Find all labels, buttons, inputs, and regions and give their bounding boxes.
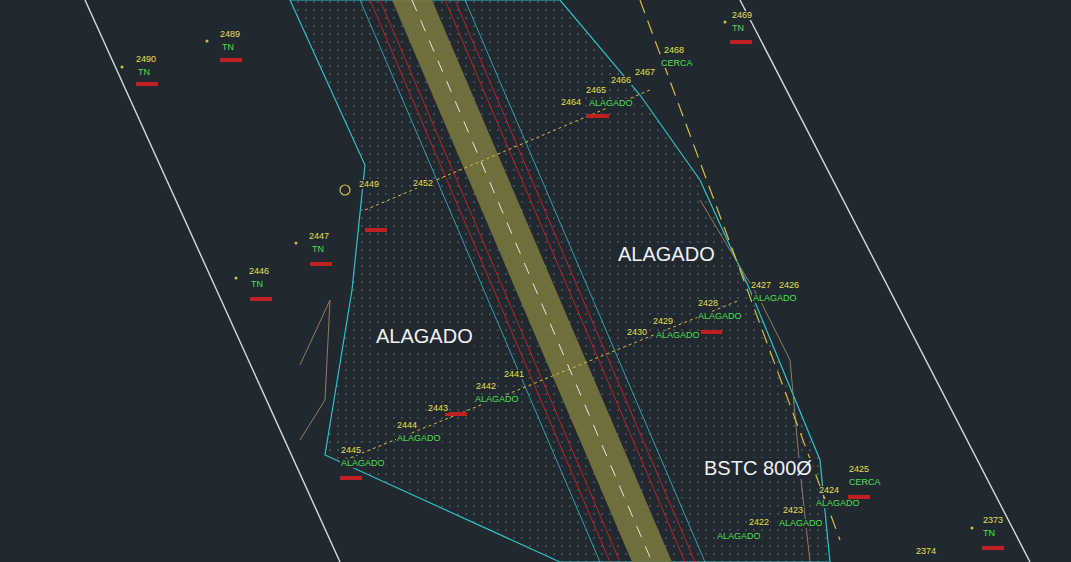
point-number: 2429: [652, 317, 674, 326]
point-description: ALAGADO: [716, 532, 762, 541]
point-number: 2443: [427, 404, 449, 413]
point-number: 2422: [748, 518, 770, 527]
point-description: ALAGADO: [340, 459, 386, 468]
point-number: 2446: [248, 267, 270, 276]
point-description: TN: [731, 24, 745, 33]
point-description: TN: [250, 280, 264, 289]
point-number: 2468: [663, 46, 685, 55]
pipe-label: BSTC 800Ø: [703, 458, 813, 479]
point-number: 2490: [135, 55, 157, 64]
point-description: ALAGADO: [396, 434, 442, 443]
point-number: 2428: [697, 299, 719, 308]
point-number: 2441: [503, 370, 525, 379]
point-number: 2489: [219, 30, 241, 39]
point-description: TN: [137, 68, 151, 77]
point-description: CERCA: [848, 478, 882, 487]
point-number: 2447: [308, 232, 330, 241]
point-description: ALAGADO: [697, 312, 743, 321]
point-description: ALAGADO: [655, 331, 701, 340]
point-number: 2466: [610, 76, 632, 85]
point-description: TN: [311, 245, 325, 254]
point-number: 2449: [358, 180, 380, 189]
point-number: 2467: [634, 68, 656, 77]
point-number: 2424: [818, 486, 840, 495]
point-description: ALAGADO: [752, 294, 798, 303]
point-description: CERCA: [660, 59, 694, 68]
point-description: ALAGADO: [474, 395, 520, 404]
area-label: ALAGADO: [617, 244, 716, 265]
point-number: 2442: [475, 382, 497, 391]
point-number: 2425: [848, 465, 870, 474]
point-number: 2445: [340, 446, 362, 455]
point-description: ALAGADO: [815, 499, 861, 508]
point-number: 2427: [750, 281, 772, 290]
point-description: ALAGADO: [588, 99, 634, 108]
point-number: 2426: [778, 281, 800, 290]
point-number: 2374: [915, 547, 937, 556]
point-number: 2444: [396, 421, 418, 430]
point-number: 2373: [982, 516, 1004, 525]
point-number: 2465: [585, 86, 607, 95]
point-number: 2452: [412, 179, 434, 188]
point-description: TN: [982, 529, 996, 538]
point-description: TN: [221, 43, 235, 52]
point-number: 2430: [626, 328, 648, 337]
point-number: 2464: [560, 98, 582, 107]
point-description: ALAGADO: [778, 519, 824, 528]
point-number: 2423: [782, 506, 804, 515]
area-label: ALAGADO: [375, 326, 474, 347]
point-number: 2469: [731, 11, 753, 20]
